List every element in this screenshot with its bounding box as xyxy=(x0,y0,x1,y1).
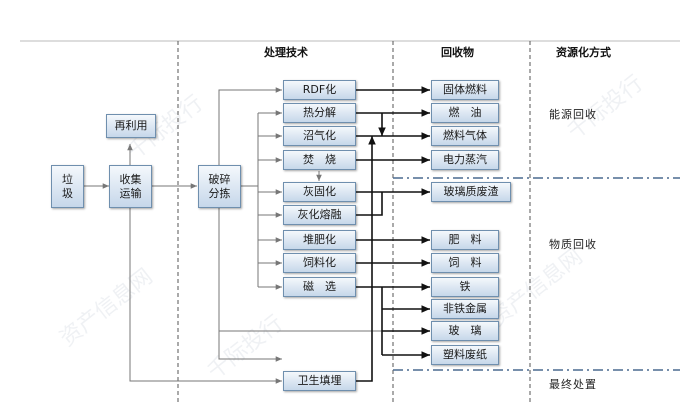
node-garbage-label: 圾 xyxy=(62,186,73,200)
arrow-collect-landfill xyxy=(129,207,282,384)
product-nonferrous-metal: 非铁金属 xyxy=(431,299,499,319)
header-recovery: 资源化方式 xyxy=(556,46,611,59)
node-pyrolysis: 热分解 xyxy=(283,103,356,123)
product-iron: 铁 xyxy=(431,277,499,297)
node-collect-label: 运输 xyxy=(119,186,142,200)
node-garbage: 垃 圾 xyxy=(51,165,84,208)
arrow-crush-rdf xyxy=(218,87,282,165)
node-garbage-label: 垃 xyxy=(62,172,73,186)
category-material: 物质回收 xyxy=(549,238,597,251)
node-crush-label: 分拣 xyxy=(208,186,231,200)
node-collect-transport: 收集 运输 xyxy=(109,165,152,208)
product-glass-slag: 玻璃质废渣 xyxy=(431,182,511,202)
category-final: 最终处置 xyxy=(549,378,597,391)
node-collect-label: 收集 xyxy=(119,172,142,186)
node-incinerate: 焚 烧 xyxy=(283,150,356,170)
product-fuel-gas: 燃料气体 xyxy=(431,126,499,146)
product-glass: 玻 璃 xyxy=(431,321,499,341)
node-magnetic-separation: 磁 选 xyxy=(283,277,356,297)
node-biogas: 沼气化 xyxy=(283,126,356,146)
node-crush-label: 破碎 xyxy=(208,172,231,186)
connector-melt-slag xyxy=(356,192,383,216)
product-power-steam: 电力蒸汽 xyxy=(431,150,499,170)
arrow-crush-landfill xyxy=(218,207,282,362)
node-sanitary-landfill: 卫生填埋 xyxy=(283,371,356,391)
node-ash-melt: 灰化熔融 xyxy=(283,205,356,225)
header-products: 回收物 xyxy=(441,46,474,59)
node-compost: 堆肥化 xyxy=(283,230,356,250)
category-energy: 能源回收 xyxy=(549,108,597,121)
product-plastic-paper: 塑料废纸 xyxy=(431,345,499,365)
header-processing: 处理技术 xyxy=(264,46,308,59)
node-crush-sort: 破碎 分拣 xyxy=(198,165,241,208)
product-feed: 饲 料 xyxy=(431,253,499,273)
arrow-landfill-gas xyxy=(356,136,376,382)
node-ash-solidify: 灰固化 xyxy=(283,182,356,202)
product-fertilizer: 肥 料 xyxy=(431,230,499,250)
node-feed-processing: 饲料化 xyxy=(283,253,356,273)
product-fuel-oil: 燃 油 xyxy=(431,103,499,123)
node-rdf: RDF化 xyxy=(283,80,356,100)
node-reuse: 再利用 xyxy=(106,114,156,138)
product-solid-fuel: 固体燃料 xyxy=(431,80,499,100)
